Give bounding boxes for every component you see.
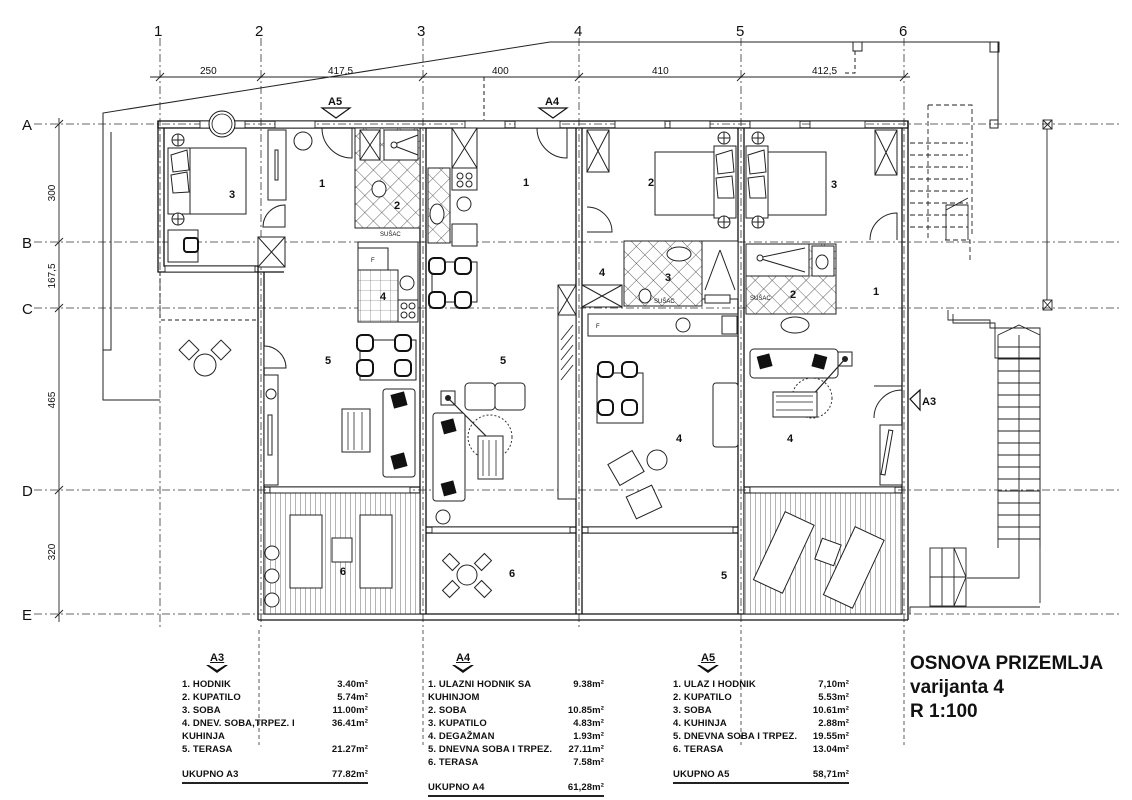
dim-465: 465 — [47, 391, 58, 408]
legend-a4-header: A4 — [428, 652, 604, 678]
dim-167-5: 167,5 — [47, 263, 58, 288]
a5-room-1-label: 1 — [873, 286, 879, 298]
fridge-label-a3: F — [371, 258, 375, 264]
svg-text:A3: A3 — [922, 396, 936, 408]
a5-room-5-label: 5 — [721, 570, 727, 582]
a3-room-6-label: 6 — [340, 566, 346, 578]
a5-room-3-label: 3 — [831, 179, 837, 191]
svg-text:A4: A4 — [545, 96, 560, 108]
a4-room-3-label: 3 — [665, 272, 671, 284]
legend-a3-unit: A3 — [210, 652, 225, 664]
staircase — [909, 104, 1053, 614]
grid-col-4: 4 — [574, 23, 582, 40]
legend-a4-unit: A4 — [456, 652, 471, 664]
legend-a3-header: A3 — [182, 652, 368, 678]
grid-col-1: 1 — [154, 23, 162, 40]
unit-a3: SUŠAC F — [159, 110, 421, 615]
dim-410: 410 — [652, 66, 669, 77]
section-arrow-icon — [206, 665, 228, 673]
a3-room-4-label: 4 — [380, 291, 387, 303]
grid-row-labels: A B C D E — [22, 117, 33, 624]
dim-320: 320 — [47, 543, 58, 560]
susac-label-a5: SUŠAC — [750, 295, 771, 302]
susac-label-a4: SUŠAC — [654, 298, 675, 305]
svg-text:A5: A5 — [328, 96, 342, 108]
susac-label-a3: SUŠAC — [380, 231, 401, 238]
legend-a5-header: A5 — [673, 652, 849, 678]
grid-row-c: C — [22, 301, 33, 318]
a5-room-2-label: 2 — [790, 289, 796, 301]
grid-row-a: A — [22, 117, 32, 134]
section-marker-a3: A3 — [909, 388, 936, 412]
vertical-dimension-line — [54, 118, 64, 622]
a3-room-3-label: 3 — [229, 189, 235, 201]
dim-400: 400 — [492, 66, 509, 77]
a4-room-4-label: 4 — [599, 267, 606, 279]
grid-col-6: 6 — [899, 23, 907, 40]
section-marker-a4: A4 — [537, 96, 569, 119]
a5-room-4b-label: 4 — [787, 433, 794, 445]
legend-row: 5. DNEVNA SOBA I TRPEZ.27.11m² — [428, 744, 604, 755]
roof-outline — [102, 41, 1000, 401]
drawing-title: OSNOVA PRIZEMLJA — [910, 653, 1104, 674]
unit-a5: SUŠAC 1 2 3 4 4 5 — [596, 129, 903, 615]
grid-row-d: D — [22, 483, 33, 500]
a4-room-5-label: 5 — [500, 355, 506, 367]
dim-300: 300 — [47, 184, 58, 201]
drawing-variant: varijanta 4 — [910, 677, 1004, 698]
dim-417-5: 417,5 — [328, 66, 353, 77]
section-arrow-icon — [452, 665, 474, 673]
grid-col-5: 5 — [736, 23, 744, 40]
dim-412-5: 412,5 — [812, 66, 837, 77]
a4-room-2-label: 2 — [648, 177, 654, 189]
horizontal-dimension-labels: 250 417,5 400 410 412,5 — [200, 66, 837, 77]
drawing-scale: R 1:100 — [910, 701, 978, 722]
legend-a5-unit: A5 — [701, 652, 716, 664]
grid-col-2: 2 — [255, 23, 263, 40]
horizontal-dimension-line — [150, 72, 910, 82]
fridge-label-a4: F — [596, 324, 600, 330]
grid-column-labels: 1 2 3 4 5 6 — [154, 23, 907, 40]
title-block: OSNOVA PRIZEMLJA varijanta 4 R 1:100 — [910, 652, 1103, 724]
grid-col-3: 3 — [417, 23, 425, 40]
a3-room-1-label: 1 — [319, 178, 325, 190]
structural-grid — [34, 38, 1120, 630]
section-marker-a5: A5 — [320, 96, 352, 119]
a4-room-6-label: 6 — [509, 568, 515, 580]
vertical-dimension-labels: 300 167,5 465 320 — [47, 184, 58, 560]
a4-room-1-label: 1 — [523, 177, 529, 189]
dim-250: 250 — [200, 66, 217, 77]
unit-a4: SUŠAC F 1 2 3 4 5 6 — [427, 127, 739, 599]
section-arrow-icon — [697, 665, 719, 673]
legend-row: 5. DNEVNA SOBA I TRPEZ.19.55m² — [673, 731, 849, 742]
a3-room-2-label: 2 — [394, 200, 400, 212]
a5-room-4a-label: 4 — [676, 433, 683, 445]
grid-row-e: E — [22, 607, 32, 624]
a3-room-5-label: 5 — [325, 355, 331, 367]
grid-row-b: B — [22, 235, 32, 252]
